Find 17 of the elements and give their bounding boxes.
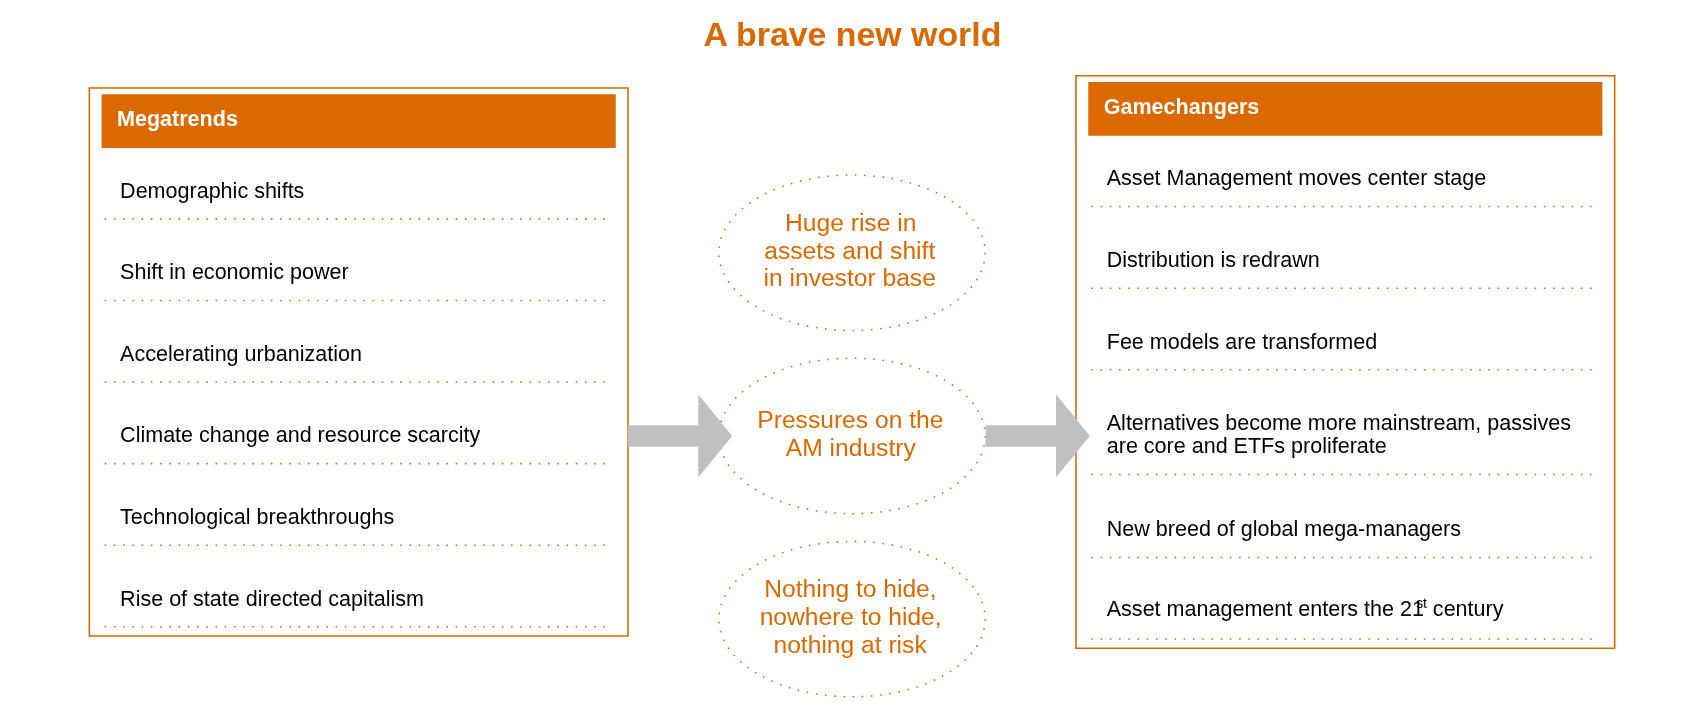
node-text: Alternatives become more mainstream, passives are core and ETFs proliferate (1106, 411, 1571, 459)
node-text: Fee models are transformed (1106, 329, 1377, 354)
node-ellipse: Nothing to hide, nowhere to hide, nothing at risk (717, 540, 986, 698)
node-text: New breed of global mega-managers (1106, 517, 1461, 542)
arrow (627, 394, 732, 478)
node-text: Shift in economic power (119, 260, 349, 285)
node-text: Accelerating urbanization (119, 341, 362, 366)
node-text: Technological breakthroughs (119, 504, 394, 529)
diagram-title: A brave new world (702, 14, 1001, 53)
node-ellipse: Pressures on the AM industry (717, 357, 986, 515)
node-ellipse: Huge rise in assets and shift in investor base (717, 174, 986, 332)
node-text: Distribution is redrawn (1106, 247, 1320, 272)
node-text: Rise of state directed capitalism (119, 586, 424, 611)
arrow (985, 394, 1090, 478)
node-text: Asset Management moves center stage (1106, 166, 1486, 191)
node-text: Climate change and resource scarcity (119, 423, 480, 448)
node-text: Demographic shifts (119, 178, 304, 203)
